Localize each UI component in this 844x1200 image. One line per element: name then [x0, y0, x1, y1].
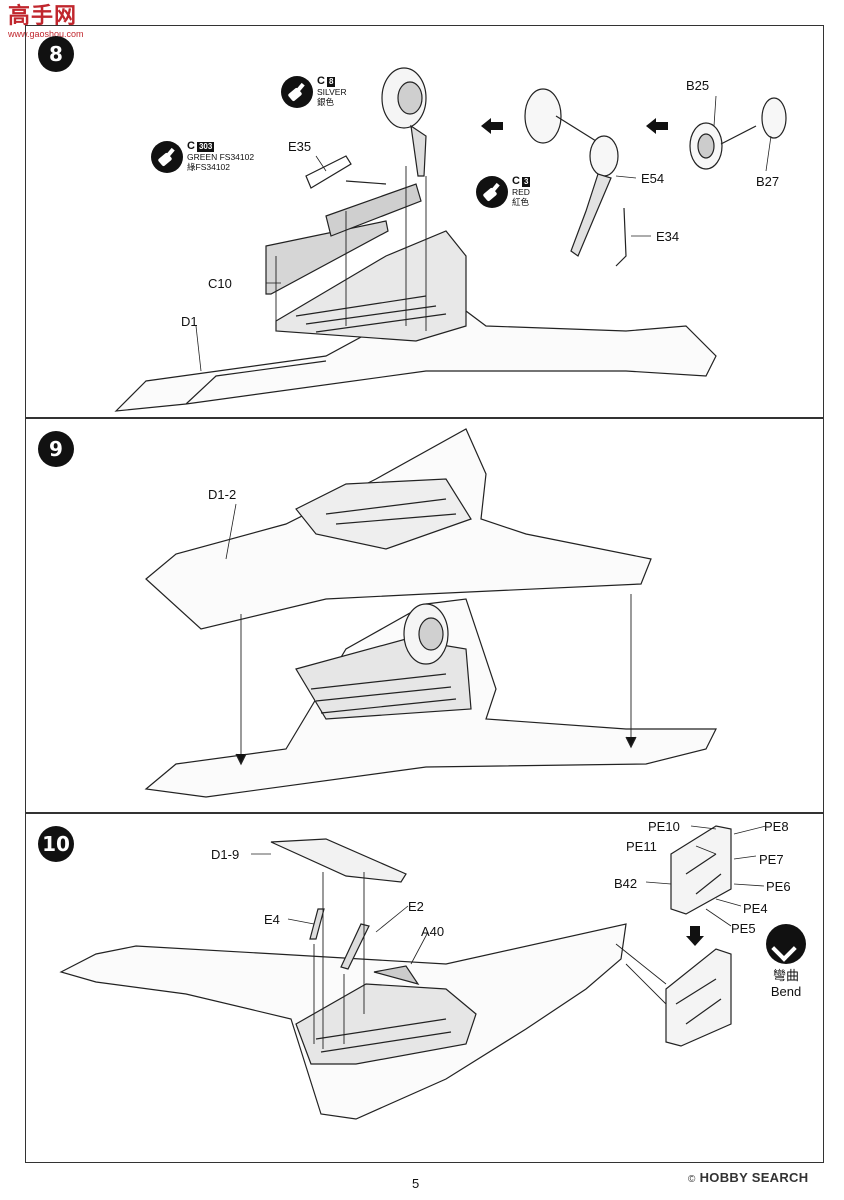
part-label-d1-2: D1-2	[208, 487, 237, 502]
part-label-e34: E34	[656, 229, 680, 244]
paint-code-letter: C	[512, 175, 520, 187]
step-8-drawing	[114, 67, 787, 412]
paint-name: RED	[512, 187, 530, 197]
part-label-pe5: PE5	[731, 921, 756, 936]
site-watermark: 高手网 www.gaoshou.com	[8, 4, 84, 40]
paint-name-cn: 紅色	[512, 197, 530, 207]
step-10-panel: 10 D1-9 E4 E2 A40 PE10 PE11 PE8 PE7 B42 …	[25, 813, 824, 1163]
paint-code-number: 8	[326, 77, 336, 87]
part-label-pe4: PE4	[743, 901, 768, 916]
watermark-logo: 高手网	[8, 4, 78, 29]
part-label-e35: E35	[288, 139, 312, 154]
footer-mark: ©	[688, 1174, 696, 1185]
paint-code-letter: C	[187, 140, 195, 152]
paint-code-number: 3	[521, 177, 531, 187]
paint-name: GREEN FS34102	[187, 152, 255, 162]
part-label-a40: A40	[421, 924, 445, 939]
part-label-e54: E54	[641, 171, 665, 186]
footer-watermark: © HOBBY SEARCH	[688, 1170, 808, 1185]
bend-icon	[766, 924, 806, 964]
part-label-pe7: PE7	[759, 852, 784, 867]
part-label-b25: B25	[686, 78, 710, 93]
paint-code-number: 303	[196, 142, 215, 152]
paint-brush-icon	[476, 176, 508, 208]
paint-brush-icon	[281, 76, 313, 108]
paint-name-cn: 銀色	[317, 97, 335, 107]
bend-label-en: Bend	[770, 984, 802, 999]
part-label-c10: C10	[208, 276, 232, 291]
paint-brush-icon	[151, 141, 183, 173]
paint-name-cn: 綠FS34102	[187, 162, 230, 172]
step-9-drawing	[144, 428, 717, 798]
step-number: 9	[38, 431, 74, 467]
part-label-pe11: PE11	[626, 839, 657, 854]
page-number: 5	[412, 1176, 420, 1191]
part-label-pe10: PE10	[648, 819, 680, 834]
paint-name: SILVER	[317, 87, 347, 97]
bend-label-cn: 彎曲	[772, 968, 799, 983]
part-label-e4: E4	[264, 912, 280, 927]
footer-brand: HOBBY SEARCH	[699, 1170, 809, 1185]
step-number: 8	[38, 36, 74, 72]
step-10-drawing	[59, 825, 767, 1120]
watermark-url: www.gaoshou.com	[8, 29, 84, 39]
part-label-d1: D1	[181, 314, 198, 329]
step-9-panel: 9 D1-2	[25, 418, 824, 813]
part-label-pe6: PE6	[766, 879, 791, 894]
part-label-e2: E2	[408, 899, 424, 914]
bend-label: 彎曲 Bend	[758, 968, 814, 1000]
paint-code-letter: C	[317, 75, 325, 87]
part-label-d1-9: D1-9	[211, 847, 240, 862]
step-number: 10	[38, 826, 74, 862]
part-label-b27: B27	[756, 174, 780, 189]
part-label-pe8: PE8	[764, 819, 789, 834]
part-label-b42: B42	[614, 876, 638, 891]
